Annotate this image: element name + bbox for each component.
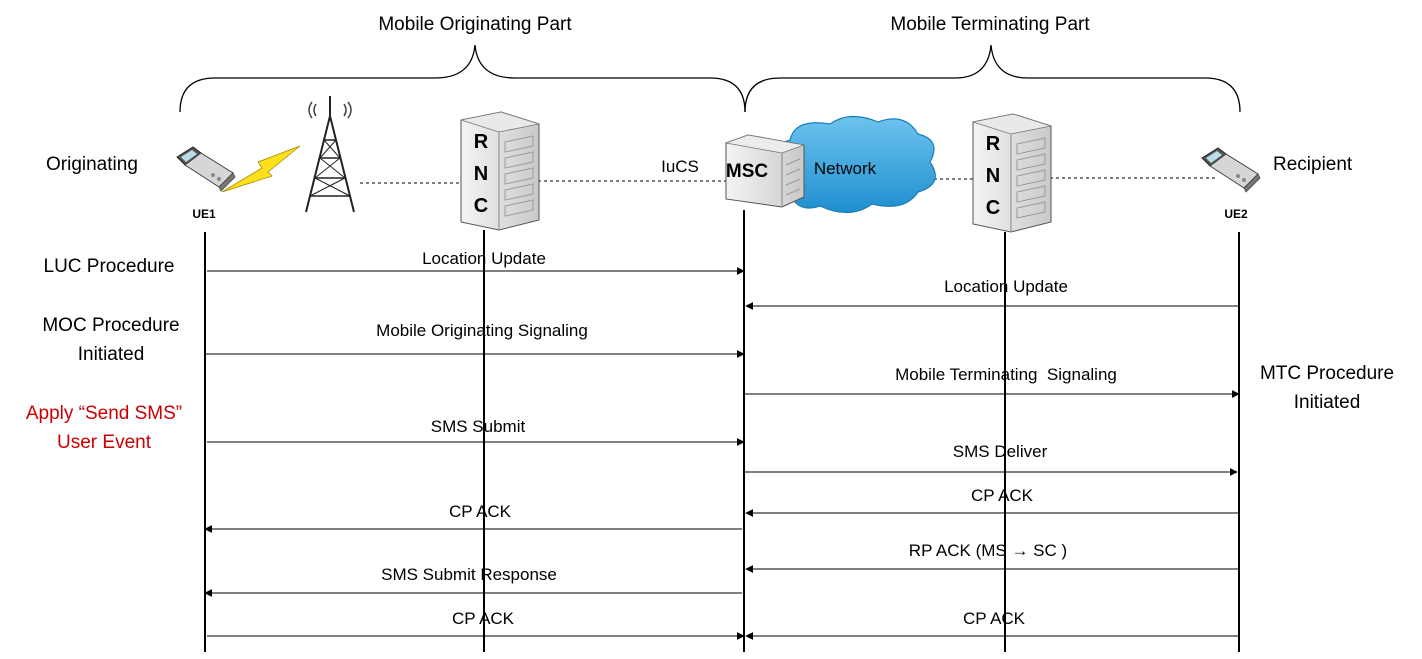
message-location-update-left: Location Update [422, 249, 546, 268]
message-mobile-terminating-signaling: Mobile Terminating Signaling [895, 365, 1117, 384]
recipient-label: Recipient [1273, 154, 1353, 175]
network-label: Network [814, 159, 877, 178]
message-mobile-originating-signaling: Mobile Originating Signaling [376, 321, 588, 340]
message-cp-ack-left-2: CP ACK [452, 609, 515, 628]
originating-label: Originating [46, 154, 138, 175]
terminating-brace [744, 44, 1241, 113]
iucs-label: IuCS [661, 157, 699, 176]
message-sms-submit-response: SMS Submit Response [381, 565, 557, 584]
message-cp-ack-right-2: CP ACK [963, 609, 1026, 628]
cell-tower-icon [305, 96, 355, 213]
rnc-server-icon [460, 111, 540, 231]
msc-label: MSC [726, 161, 769, 182]
apply-send-sms-label-line2: User Event [57, 432, 152, 453]
rnc-left-letter-r: R [474, 131, 489, 153]
mtc-procedure-label-line1: MTC Procedure [1260, 363, 1394, 384]
rnc-right-letter-r: R [986, 133, 1001, 155]
rnc-server-icon-right [972, 113, 1052, 233]
moc-procedure-label-line2: Initiated [78, 344, 145, 365]
moc-procedure-label-line1: MOC Procedure [42, 315, 179, 336]
rnc-left-letter-n: N [474, 163, 488, 185]
lightning-icon [221, 145, 301, 193]
mobile-terminating-part-label: Mobile Terminating Part [890, 14, 1090, 35]
msc-server-icon [724, 134, 806, 208]
ue2-label: UE2 [1224, 207, 1248, 221]
flip-phone-icon-ue2 [1201, 147, 1261, 193]
message-cp-ack-left-1: CP ACK [449, 502, 512, 521]
rnc-left-letter-c: C [474, 195, 488, 217]
message-location-update-right: Location Update [944, 277, 1068, 296]
rnc-right-letter-n: N [986, 165, 1000, 187]
message-rp-ack: RP ACK (MS → SC ) [909, 541, 1067, 560]
mtc-procedure-label-line2: Initiated [1294, 392, 1361, 413]
originating-brace [179, 44, 746, 113]
message-sms-deliver: SMS Deliver [953, 442, 1048, 461]
apply-send-sms-label-line1: Apply “Send SMS” [26, 403, 182, 424]
rnc-right-letter-c: C [986, 197, 1000, 219]
message-cp-ack-right-1: CP ACK [971, 486, 1034, 505]
flip-phone-icon [176, 146, 236, 192]
ue1-label: UE1 [192, 207, 216, 221]
luc-procedure-label: LUC Procedure [44, 256, 175, 277]
mobile-originating-part-label: Mobile Originating Part [378, 14, 572, 35]
message-sms-submit: SMS Submit [431, 417, 526, 436]
